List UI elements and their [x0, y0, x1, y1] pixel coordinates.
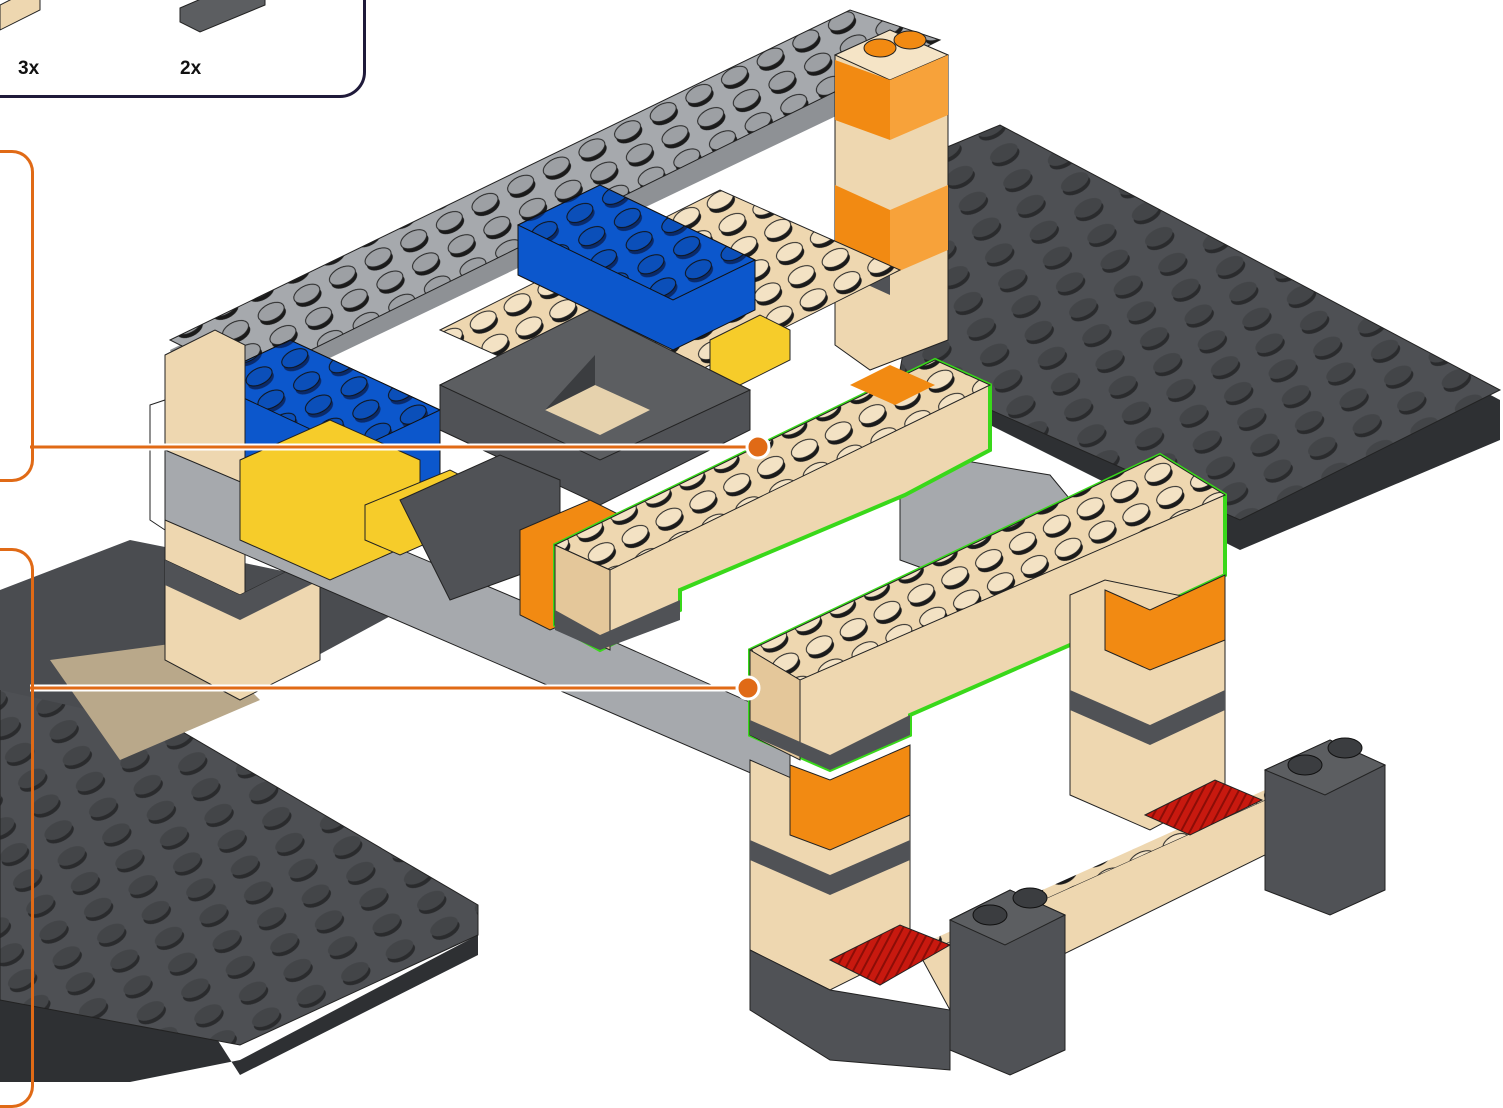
callout-upper-dot: [747, 436, 769, 458]
callout-lower-dot: [737, 677, 759, 699]
part-quantity-tan-brick: 3x: [18, 58, 39, 80]
build-step-illustration: [0, 0, 1503, 1082]
callout-box-upper: [0, 150, 34, 482]
back-column: [835, 30, 948, 370]
part-quantity-dark-plate: 2x: [180, 58, 201, 80]
callout-box-lower: [0, 548, 34, 1108]
parts-list-box: [0, 0, 366, 98]
